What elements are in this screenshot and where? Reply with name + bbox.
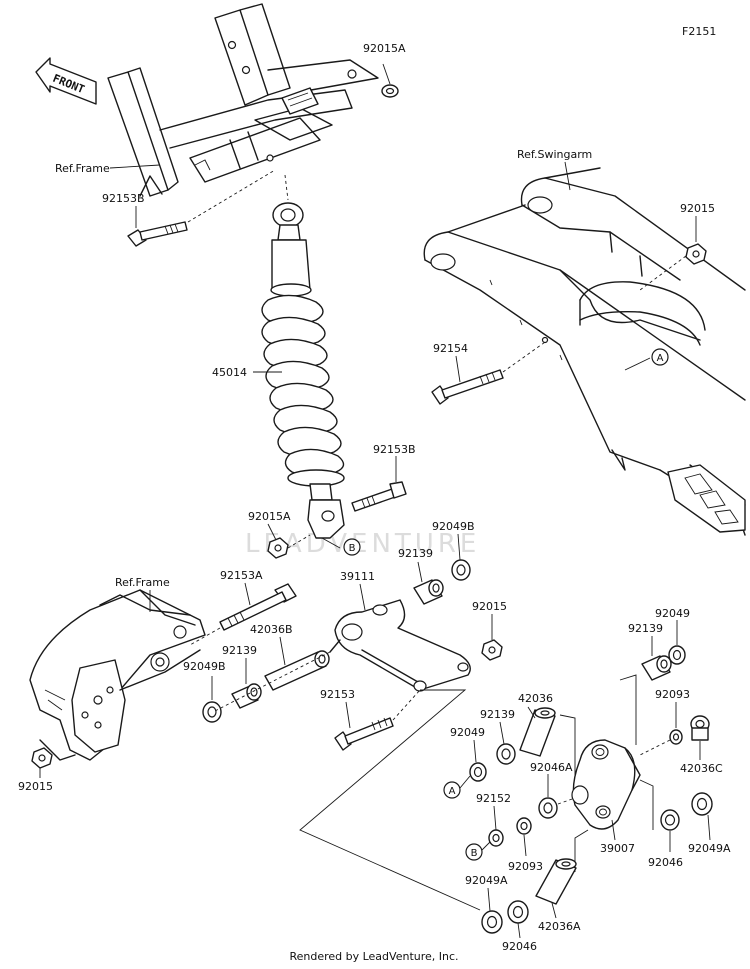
nut-92015-swingarm bbox=[685, 243, 707, 265]
seal-92093-lower bbox=[516, 817, 532, 835]
svg-text:A: A bbox=[657, 353, 664, 364]
label-92049a-lower: 92049A bbox=[465, 874, 508, 887]
svg-text:A: A bbox=[449, 786, 456, 797]
bolt-92153 bbox=[334, 717, 394, 751]
callout-a-linkage: A bbox=[443, 775, 471, 799]
swingarm-illustration bbox=[423, 167, 746, 536]
ref-frame-top-label: Ref.Frame bbox=[55, 162, 110, 175]
label-92015-swingarm: 92015 bbox=[680, 202, 715, 215]
label-92046-right: 92046 bbox=[648, 856, 683, 869]
label-92015-lower-left: 92015 bbox=[18, 780, 53, 793]
washer-92049a-right bbox=[691, 792, 713, 816]
frame-upper-illustration bbox=[107, 3, 379, 197]
label-42036c: 42036C bbox=[680, 762, 723, 775]
washer-92049-top-right bbox=[668, 645, 686, 665]
collar-92139-top-right bbox=[641, 655, 672, 681]
label-92015a-mid: 92015A bbox=[248, 510, 291, 523]
label-92153: 92153 bbox=[320, 688, 355, 701]
sleeve-42036b bbox=[264, 650, 330, 691]
nut-92015-lower-left bbox=[31, 747, 53, 769]
shock-absorber-45014 bbox=[261, 174, 345, 539]
label-92049-top-right: 92049 bbox=[655, 607, 690, 620]
label-92153a: 92153A bbox=[220, 569, 263, 582]
sleeve-42036c bbox=[690, 715, 710, 741]
bolt-92153a bbox=[219, 583, 297, 631]
collar-92139-lower bbox=[496, 743, 516, 765]
bolt-92153b-top bbox=[127, 221, 188, 247]
label-39111: 39111 bbox=[340, 570, 375, 583]
tie-rod-39111 bbox=[329, 599, 471, 692]
label-92154: 92154 bbox=[433, 342, 468, 355]
figure-code: F2151 bbox=[682, 25, 716, 38]
collar-92139-mid bbox=[413, 579, 444, 605]
bolt-92153b-mid bbox=[351, 481, 407, 512]
nut-92015a-mid bbox=[267, 537, 289, 559]
label-92046a: 92046A bbox=[530, 761, 573, 774]
label-92049b-right: 92049B bbox=[432, 520, 475, 533]
label-92139-top-right: 92139 bbox=[628, 622, 663, 635]
front-arrow-icon: FRONT bbox=[35, 57, 97, 105]
washer-92049-lower bbox=[469, 762, 487, 782]
label-92153b-mid: 92153B bbox=[373, 443, 416, 456]
callout-b-linkage: B bbox=[465, 841, 491, 861]
label-92015-mid-right: 92015 bbox=[472, 600, 507, 613]
seal-92093-right bbox=[669, 729, 683, 745]
bearing-92046a bbox=[538, 797, 558, 819]
label-92046-lower: 92046 bbox=[502, 940, 537, 953]
nut-92015-mid-right bbox=[481, 639, 503, 661]
label-92152: 92152 bbox=[476, 792, 511, 805]
sleeve-42036 bbox=[519, 707, 556, 757]
label-42036a: 42036A bbox=[538, 920, 581, 933]
footer-credit: Rendered by LeadVenture, Inc. bbox=[289, 950, 458, 963]
washer-92152 bbox=[488, 829, 504, 847]
bearing-92046-right bbox=[660, 809, 680, 831]
label-92139-left: 92139 bbox=[222, 644, 257, 657]
svg-text:B: B bbox=[471, 848, 478, 859]
sleeve-42036a bbox=[535, 858, 577, 905]
frame-lower-illustration bbox=[29, 589, 206, 761]
callout-b-shock: B bbox=[321, 537, 361, 556]
label-92139-mid: 92139 bbox=[398, 547, 433, 560]
bearing-92046-lower bbox=[507, 900, 529, 924]
label-92049-lower: 92049 bbox=[450, 726, 485, 739]
bolt-92154 bbox=[431, 369, 504, 405]
label-45014: 45014 bbox=[212, 366, 247, 379]
callout-a-swingarm: A bbox=[624, 348, 669, 371]
label-92049b-left: 92049B bbox=[183, 660, 226, 673]
label-39007: 39007 bbox=[600, 842, 635, 855]
label-92139-lower: 92139 bbox=[480, 708, 515, 721]
label-92093-lower: 92093 bbox=[508, 860, 543, 873]
ref-frame-bottom-label: Ref.Frame bbox=[115, 576, 170, 589]
label-42036b: 42036B bbox=[250, 623, 293, 636]
label-92049a-right: 92049A bbox=[688, 842, 731, 855]
washer-92049b-left bbox=[202, 701, 222, 723]
label-92153b-top: 92153B bbox=[102, 192, 145, 205]
label-92015a-top: 92015A bbox=[363, 42, 406, 55]
label-92093-right: 92093 bbox=[655, 688, 690, 701]
svg-text:B: B bbox=[349, 543, 356, 554]
label-42036: 42036 bbox=[518, 692, 553, 705]
washer-92049b-right bbox=[451, 559, 471, 581]
ref-swingarm-label: Ref.Swingarm bbox=[517, 148, 592, 161]
collar-92139-left bbox=[231, 683, 262, 709]
rocker-arm-39007 bbox=[571, 739, 641, 830]
nut-92015a-top bbox=[381, 84, 399, 98]
washer-92049a-lower bbox=[481, 910, 503, 934]
